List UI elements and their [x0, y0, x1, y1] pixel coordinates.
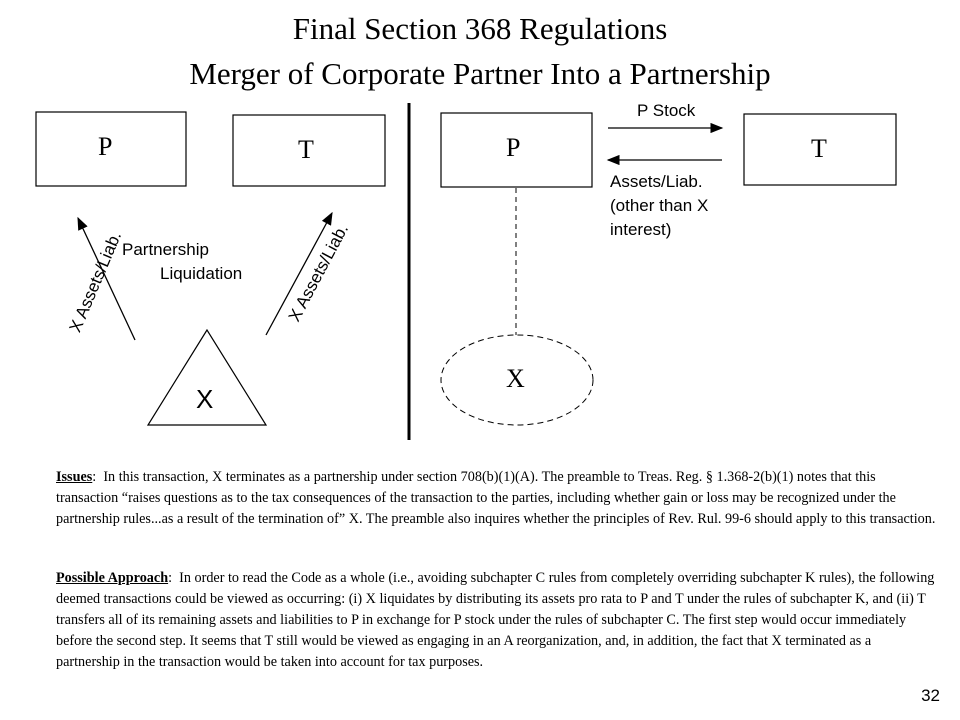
slide-title-line-1: Final Section 368 Regulations: [292, 11, 668, 46]
left-box-t: [232, 114, 386, 187]
left-arrow-to-p: [77, 216, 136, 341]
approach-text: In order to read the Code as a whole (i.…: [56, 570, 935, 670]
right-box-t: [743, 113, 897, 186]
p-stock-label: P Stock: [637, 101, 696, 120]
left-box-p-label: P: [98, 132, 113, 161]
left-triangle-x: [146, 328, 268, 426]
page-number: 32: [921, 686, 940, 705]
right-box-t-label: T: [811, 134, 827, 163]
issues-text: In this transaction, X terminates as a p…: [56, 469, 936, 527]
right-ellipse-x: [440, 334, 594, 426]
approach-colon: :: [168, 570, 173, 586]
right-box-p-label: P: [506, 133, 521, 162]
left-box-t-label: T: [298, 135, 314, 164]
partnership-label: Partnership: [122, 240, 209, 259]
liquidation-label: Liquidation: [160, 264, 243, 283]
slide-title-line-2: Merger of Corporate Partner Into a Partn…: [189, 56, 771, 91]
assets-liab-label-line-1: Assets/Liab.: [610, 172, 703, 191]
assets-liab-label-line-3: interest): [610, 220, 672, 239]
assets-liab-label-line-2: (other than X: [610, 196, 709, 215]
approach-heading: Possible Approach: [56, 570, 169, 586]
left-box-p: [35, 111, 187, 187]
left-arrow-to-t: [265, 211, 333, 336]
issues-paragraph: Issues: In this transaction, X terminate…: [56, 467, 936, 530]
issues-colon: :: [92, 469, 97, 485]
issues-heading: Issues: [56, 469, 93, 485]
approach-paragraph: Possible Approach: In order to read the …: [56, 568, 936, 673]
right-ellipse-x-label: X: [506, 364, 525, 393]
left-triangle-x-label: X: [196, 384, 214, 414]
right-box-p: [440, 112, 593, 188]
